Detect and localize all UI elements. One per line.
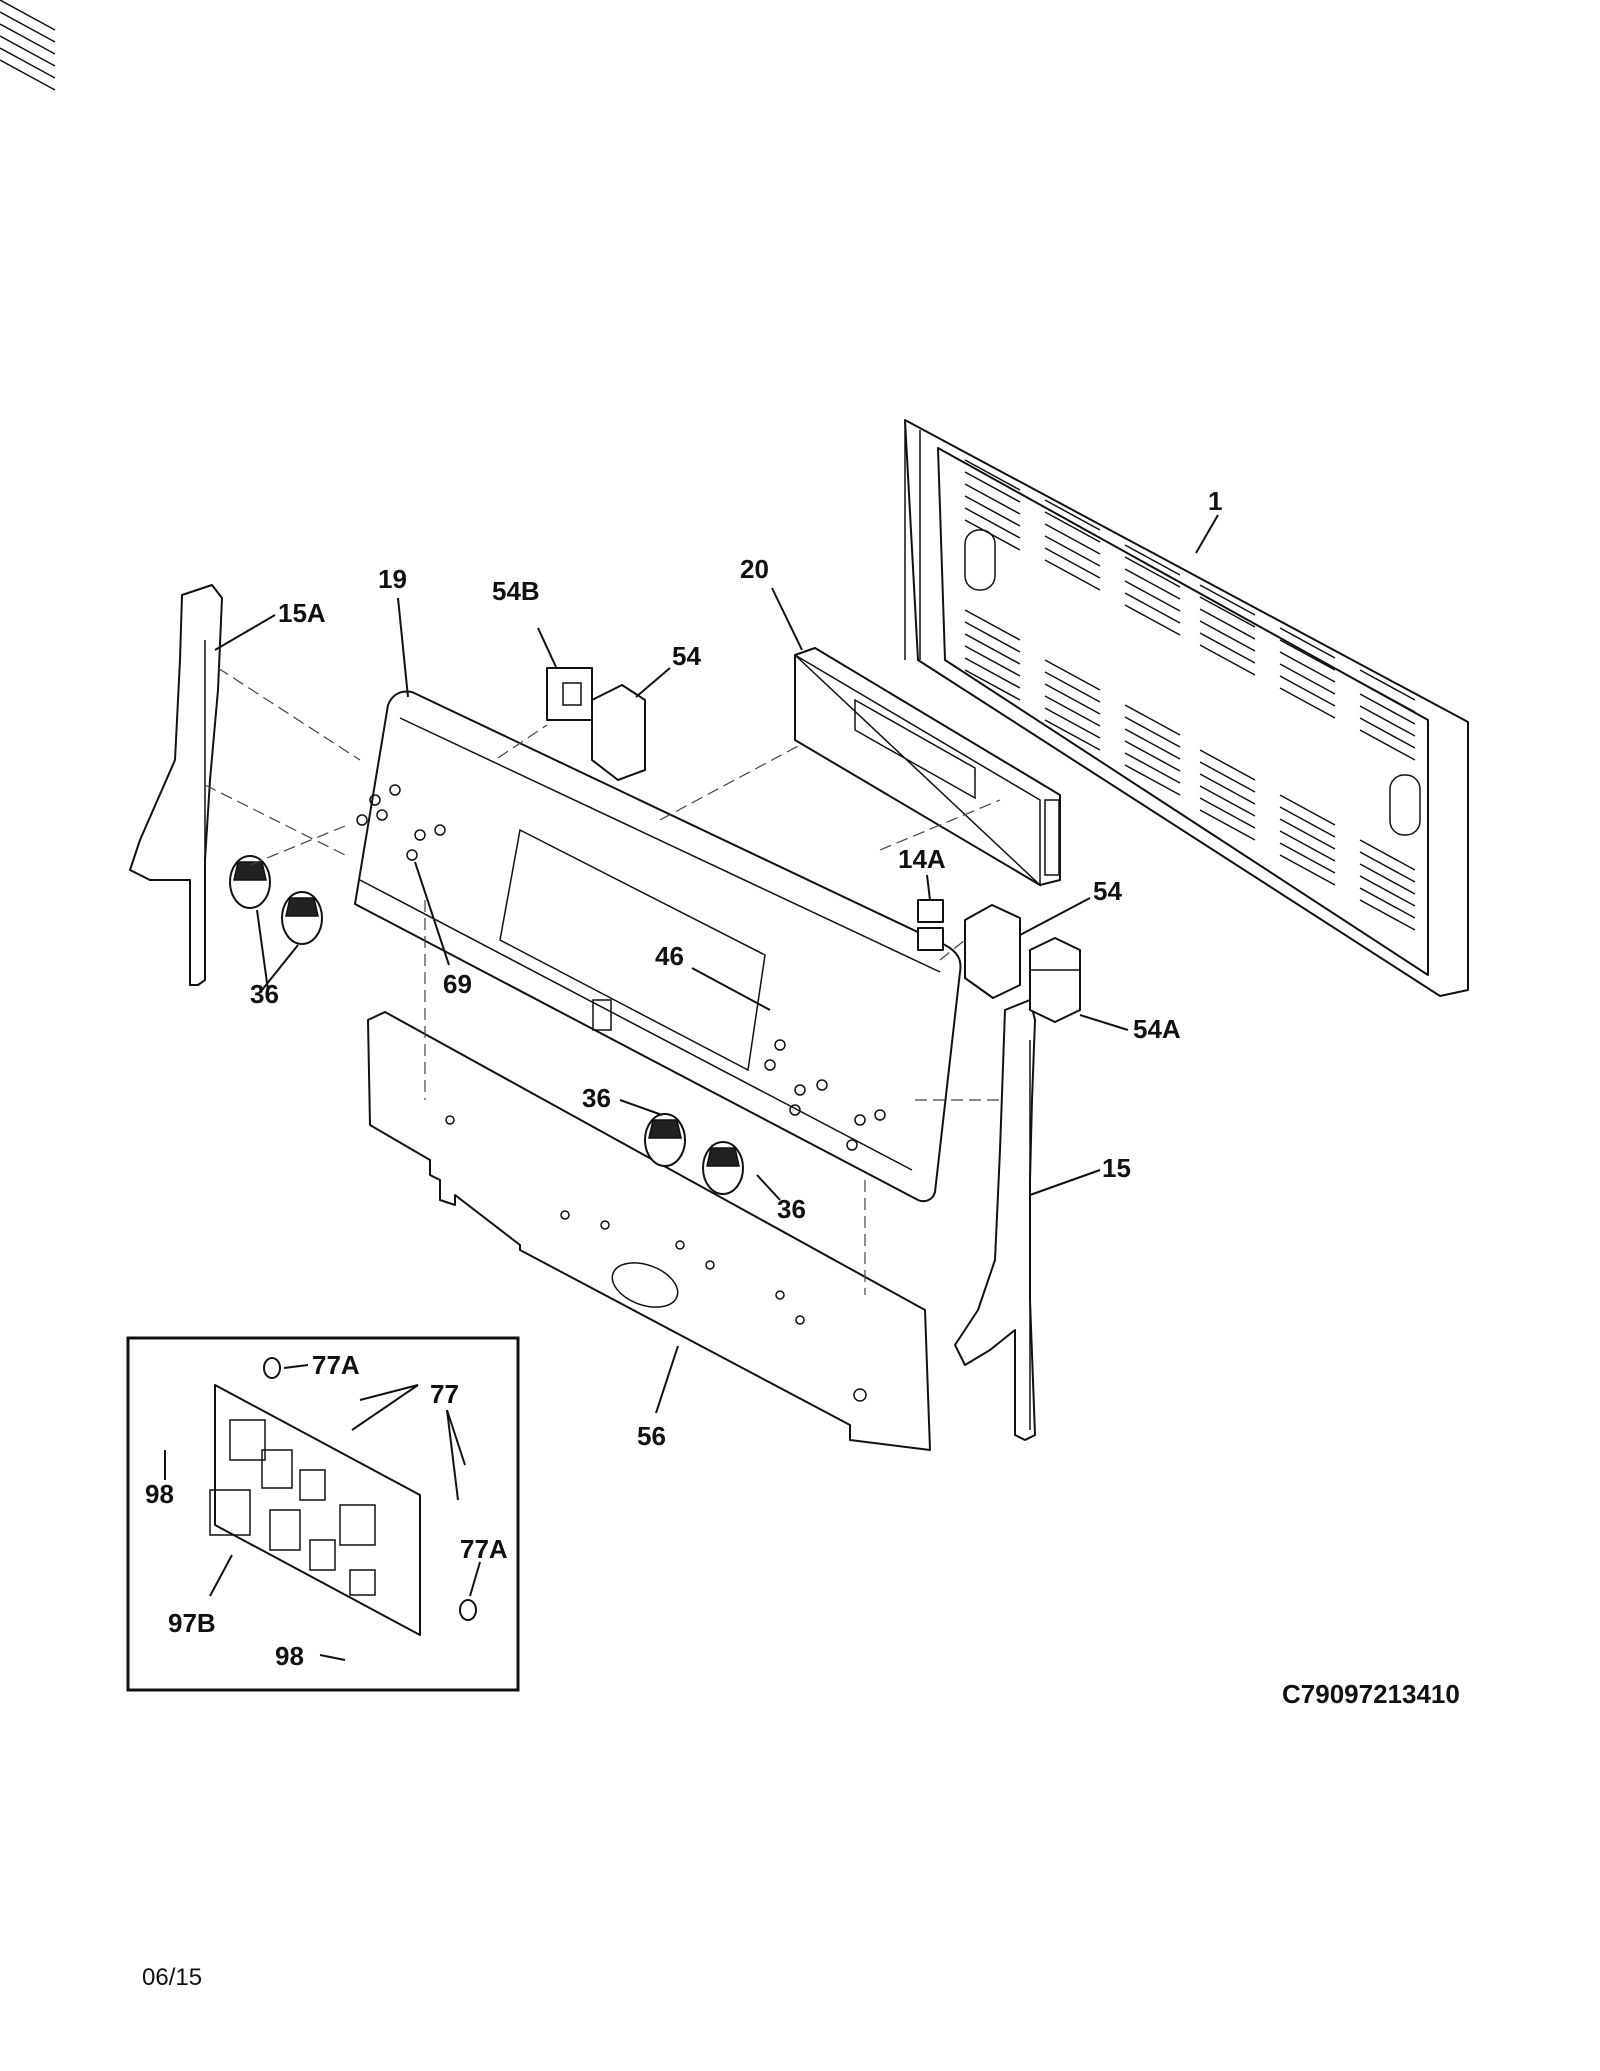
- callout-20: 20: [740, 554, 769, 584]
- callout-labels: 1 19 20 15A 54B 54 14A 54 54A 46 36 69 3…: [145, 486, 1222, 1671]
- part-rear-panel: [0, 0, 1469, 997]
- callout-36-right: 36: [777, 1194, 806, 1224]
- callout-54-top: 54: [672, 641, 701, 671]
- callout-54B: 54B: [492, 576, 540, 606]
- callout-97B: 97B: [168, 1608, 216, 1638]
- knob-left-2: [281, 891, 323, 945]
- callout-46: 46: [655, 941, 684, 971]
- callout-14A: 14A: [898, 844, 946, 874]
- callout-77: 77: [430, 1379, 459, 1409]
- switch-54B: [546, 667, 593, 721]
- part-right-side-bracket: [954, 999, 1036, 1441]
- callout-36-mid: 36: [582, 1083, 611, 1113]
- callout-36-left: 36: [250, 979, 279, 1009]
- backing-plate-holes: [445, 1115, 867, 1402]
- callout-98-top: 98: [145, 1479, 174, 1509]
- switch-54A: [1029, 937, 1081, 1023]
- knob-left-1: [229, 855, 271, 909]
- inset-control-board: [126, 1336, 520, 1692]
- callout-19: 19: [378, 564, 407, 594]
- diagram-code: C79097213410: [1282, 1679, 1460, 1709]
- callout-77A-bottom: 77A: [460, 1534, 508, 1564]
- callout-98-bottom: 98: [275, 1641, 304, 1671]
- callout-54A: 54A: [1133, 1014, 1181, 1044]
- part-backing-plate: [367, 1011, 931, 1451]
- callout-1: 1: [1208, 486, 1222, 516]
- leader-lines: [164, 514, 1219, 1661]
- part-control-board: [794, 647, 1061, 887]
- callout-15A: 15A: [278, 598, 326, 628]
- callout-54-mid: 54: [1093, 876, 1122, 906]
- bracket-14A: [917, 899, 944, 951]
- rear-panel-vents: [0, 0, 1416, 931]
- part-main-control-panel: [354, 690, 962, 1203]
- callout-56: 56: [637, 1421, 666, 1451]
- panel-screws: [356, 784, 886, 1151]
- switch-54-top: [591, 684, 646, 781]
- part-left-side-bracket: [129, 584, 223, 986]
- revision-date: 06/15: [142, 1964, 202, 1991]
- knob-mid-2: [702, 1141, 744, 1195]
- callout-77A-top: 77A: [312, 1350, 360, 1380]
- callout-69: 69: [443, 969, 472, 999]
- inset-fasteners: [263, 1357, 477, 1621]
- knob-mid-1: [644, 1113, 686, 1167]
- switch-54-mid: [964, 904, 1021, 999]
- callout-15: 15: [1102, 1153, 1131, 1183]
- alignment-lines: [204, 667, 1005, 1295]
